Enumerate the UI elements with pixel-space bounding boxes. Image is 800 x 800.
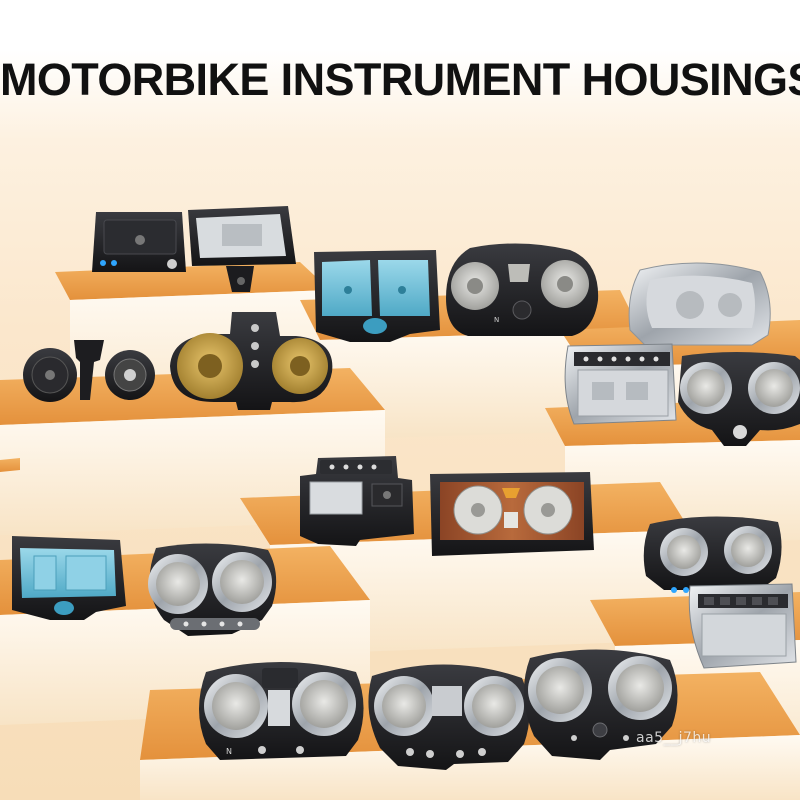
product-twin-bottom-right [523,649,678,760]
product-chrome-twin-right [678,352,800,446]
svg-text:N: N [494,316,499,324]
product-rect-white-inner [188,206,296,292]
product-small-round-parts [23,340,155,402]
product-rect-black-blue-leds [92,212,186,272]
watermark: aa5__j7hu [636,730,712,746]
product-chrome-twin-left [148,543,277,636]
product-blue-rect-left [12,536,126,620]
product-blue-twin-window [314,250,440,342]
product-indicator-grey-right [688,583,797,669]
product-indicator-panel [564,343,677,425]
product-twin-gauge-cream: N [446,243,599,336]
page-title: MOTORBIKE INSTRUMENT HOUSINGS [0,54,800,105]
product-silver-cowl [628,262,771,346]
svg-text:N: N [226,747,232,756]
product-yellow-twin-gauge [170,312,333,410]
product-small-rect-center [300,456,414,546]
product-grey-twin-right [643,516,782,593]
product-twin-bottom-middle [368,664,530,770]
product-wood-grain-twin [430,472,594,556]
product-twin-bottom-left: N [199,662,364,760]
